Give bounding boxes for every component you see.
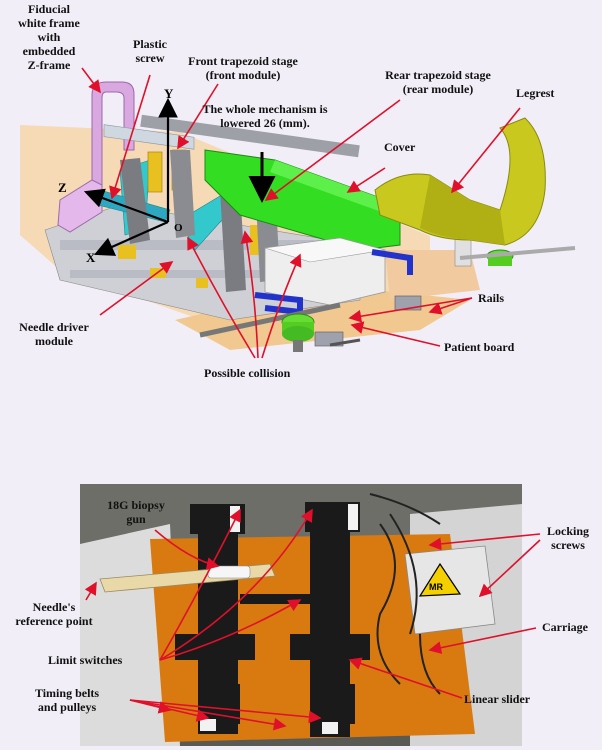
lowered-note: The whole mechanism is lowered 26 (mm). bbox=[196, 102, 334, 130]
upright-arms bbox=[120, 114, 360, 292]
fiducial-label-line: with bbox=[37, 30, 61, 44]
cover-label: Cover bbox=[384, 140, 416, 154]
front-stage-label-line: (front module) bbox=[205, 68, 281, 82]
rear-stage-label-line: Rear trapezoid stage bbox=[385, 68, 491, 82]
axis-z-label: Z bbox=[58, 180, 67, 195]
lowered-note-line: lowered 26 (mm). bbox=[220, 116, 310, 130]
needle-driver-label: Needle driver module bbox=[10, 320, 98, 348]
annotation-arrows-top bbox=[81, 67, 521, 359]
biopsy-gun-label: 18G biopsy gun bbox=[96, 498, 176, 526]
limit-switches-label: Limit switches bbox=[48, 653, 123, 667]
green-knobs bbox=[281, 235, 576, 352]
legrest bbox=[374, 117, 546, 246]
axis-origin-label: O bbox=[174, 222, 183, 234]
front-stage-label-line: Front trapezoid stage bbox=[188, 54, 298, 68]
fiducial-label-line: white frame bbox=[18, 16, 80, 30]
locking-screws-label-line: screws bbox=[551, 538, 585, 552]
blue-rails bbox=[199, 249, 422, 347]
carriage: MR bbox=[404, 545, 496, 635]
reference-point-label-line: Needle's bbox=[32, 600, 76, 614]
plastic-screw-label-line: Plastic bbox=[133, 37, 167, 51]
biopsy-gun-label-line: 18G biopsy bbox=[107, 498, 165, 512]
fiducial-label: Fiducial white frame with embedded Z-fra… bbox=[10, 2, 88, 72]
locking-screws-label-line: Locking bbox=[546, 524, 589, 538]
linear-slider-label: Linear slider bbox=[464, 692, 531, 706]
rails-label: Rails bbox=[478, 291, 505, 305]
reference-point-label: Needle's reference point bbox=[6, 600, 102, 628]
mr-sticker: MR bbox=[429, 582, 443, 592]
plastic-screw-label-line: screw bbox=[135, 51, 165, 65]
timing-belts-label: Timing belts and pulleys bbox=[22, 686, 112, 714]
legrest-label: Legrest bbox=[516, 86, 555, 100]
patient-board-label: Patient board bbox=[444, 340, 515, 354]
rear-stage-label: Rear trapezoid stage (rear module) bbox=[370, 68, 506, 96]
axis-x-label: X bbox=[86, 250, 96, 265]
plastic-screw-label: Plastic screw bbox=[122, 37, 178, 65]
needle-driver-label-line: module bbox=[34, 334, 73, 348]
biopsy-gun-label-line: gun bbox=[126, 512, 146, 526]
rear-stage-label-line: (rear module) bbox=[402, 82, 474, 96]
front-stage-label: Front trapezoid stage (front module) bbox=[178, 54, 308, 82]
locking-screws-label: Locking screws bbox=[540, 524, 596, 552]
lowered-note-line: The whole mechanism is bbox=[202, 102, 328, 116]
coordinate-axes bbox=[83, 97, 276, 256]
axis-y-label: Y bbox=[164, 86, 174, 101]
possible-collision-label: Possible collision bbox=[204, 366, 291, 380]
cad-figure bbox=[20, 67, 576, 359]
reference-point-label-line: reference point bbox=[15, 614, 93, 628]
timing-belts-label-line: Timing belts bbox=[34, 686, 100, 700]
fiducial-label-line: embedded bbox=[22, 44, 76, 58]
fiducial-label-line: Fiducial bbox=[27, 2, 70, 16]
needle-driver-label-line: Needle driver bbox=[19, 320, 89, 334]
fiducial-label-line: Z-frame bbox=[27, 58, 71, 72]
carriage-label: Carriage bbox=[542, 620, 588, 634]
timing-belts-label-line: and pulleys bbox=[37, 700, 97, 714]
